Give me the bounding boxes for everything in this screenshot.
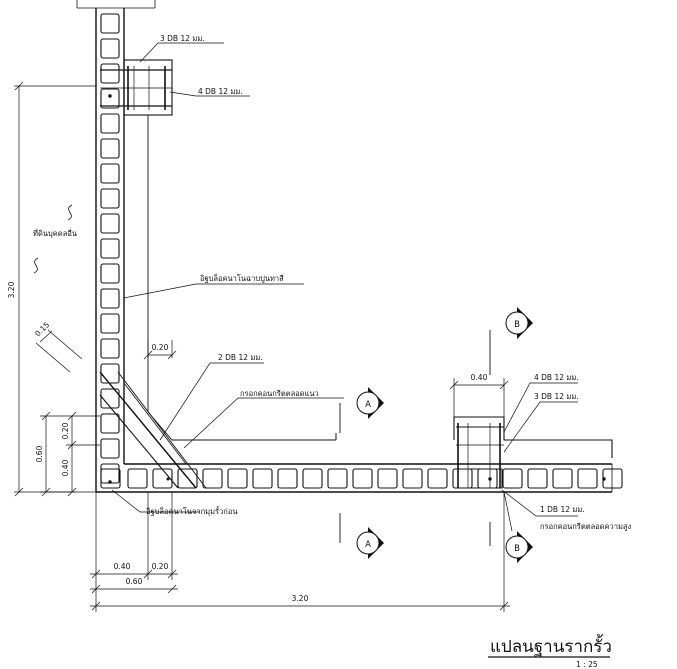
section-marker-a-top: A — [356, 387, 384, 419]
wall-block — [502, 468, 523, 489]
section-marker-b-top: B — [505, 307, 533, 339]
label-rebar-mid: 2 DB 12 มม. — [218, 353, 263, 362]
wall-block — [402, 468, 423, 489]
vertical-wall — [76, 0, 156, 492]
wall-block — [100, 313, 120, 334]
right-column — [335, 416, 613, 489]
label-column-note: กรอกคอนกรีตตลอดความสูง — [540, 522, 632, 531]
wall-block — [100, 213, 120, 234]
wall-block — [100, 88, 120, 109]
corner-diagonal — [99, 371, 207, 489]
dim-bottom-total: 3.20 — [292, 594, 309, 603]
wall-block — [100, 388, 120, 409]
wall-block — [277, 468, 298, 489]
label-lintel-note: กรอกคอนกรีตตลอดแนว — [240, 389, 319, 398]
dim-bottom-60: 0.60 — [126, 577, 143, 586]
label-rebar-top-1: 3 DB 12 มม. — [160, 34, 205, 43]
wall-block — [602, 468, 623, 489]
dimension-texts: 3.20 0.15 0.20 0.60 0.40 0.20 0.40 0.40 … — [7, 281, 488, 603]
wall-block — [100, 468, 121, 489]
wall-block — [327, 468, 348, 489]
section-marker-b-bottom: B — [505, 531, 533, 563]
wall-block — [100, 288, 120, 309]
wall-block — [100, 13, 120, 34]
wall-block — [100, 238, 120, 259]
title-scale: 1 : 25 — [576, 660, 598, 669]
dim-left-20: 0.20 — [61, 422, 70, 439]
wall-block — [100, 163, 120, 184]
dim-left-total: 3.20 — [7, 281, 16, 298]
wall-block — [177, 468, 198, 489]
wall-block — [100, 413, 120, 434]
left-dimensions — [14, 81, 100, 497]
wall-block — [427, 468, 448, 489]
wall-block — [477, 468, 498, 489]
wall-block — [227, 468, 248, 489]
wall-block — [577, 468, 598, 489]
wall-block — [100, 263, 120, 284]
wall-block — [100, 438, 120, 459]
dim-diagonal: 0.15 — [33, 320, 51, 338]
label-corner-note: อิฐบล็อคนาโนจากมุมรั้วก่อน — [146, 506, 238, 516]
label-rebar-top-2: 4 DB 12 มม. — [198, 87, 243, 96]
wall-block — [552, 468, 573, 489]
wall-block — [352, 468, 373, 489]
wall-block — [452, 468, 473, 489]
label-rebar-bottom: 1 DB 12 มม. — [540, 505, 585, 514]
wall-block — [127, 468, 148, 489]
dim-left-60: 0.60 — [35, 445, 44, 462]
wall-block — [202, 468, 223, 489]
top-column — [100, 59, 173, 116]
label-rebar-right-1: 4 DB 12 มม. — [534, 373, 579, 382]
wall-block — [302, 468, 323, 489]
wall-block — [252, 468, 273, 489]
leader-lines — [111, 42, 578, 532]
dim-column-width: 0.40 — [471, 373, 488, 382]
section-label-b-top: B — [514, 320, 520, 330]
bottom-dimensions — [90, 340, 510, 612]
annotations: 3 DB 12 มม. 4 DB 12 มม. ที่ดินบุคคลอื่น … — [33, 34, 632, 531]
dim-wall-gap: 0.20 — [152, 343, 169, 352]
horizontal-wall — [96, 463, 623, 493]
wall-block — [100, 63, 120, 84]
wall-block — [100, 463, 120, 484]
dim-left-40: 0.40 — [61, 459, 70, 476]
wall-block — [377, 468, 398, 489]
section-label-b-bottom: B — [514, 544, 520, 554]
label-plaster-note: อิฐบล็อคนาโนฉาบปูนทาสี — [200, 273, 285, 283]
break-line-symbol — [33, 204, 73, 274]
wall-block — [100, 338, 120, 359]
wall-block — [100, 113, 120, 134]
wall-block — [100, 138, 120, 159]
section-label-a-top: A — [365, 400, 371, 410]
drawing-title: แปลนฐานรากรั้ว 1 : 25 — [488, 634, 612, 669]
wall-block — [527, 468, 548, 489]
dim-bottom-20: 0.20 — [152, 562, 169, 571]
label-neighbor-land: ที่ดินบุคคลอื่น — [33, 228, 77, 238]
title-main: แปลนฐานรากรั้ว — [490, 634, 612, 657]
dim-bottom-40: 0.40 — [114, 562, 131, 571]
wall-block — [100, 363, 120, 384]
wall-block — [100, 38, 120, 59]
section-label-a-bottom: A — [365, 540, 371, 550]
section-cut-lines — [339, 330, 491, 546]
section-marker-a-bottom: A — [356, 527, 384, 559]
wall-block — [100, 188, 120, 209]
label-rebar-right-2: 3 DB 12 มม. — [534, 392, 579, 401]
